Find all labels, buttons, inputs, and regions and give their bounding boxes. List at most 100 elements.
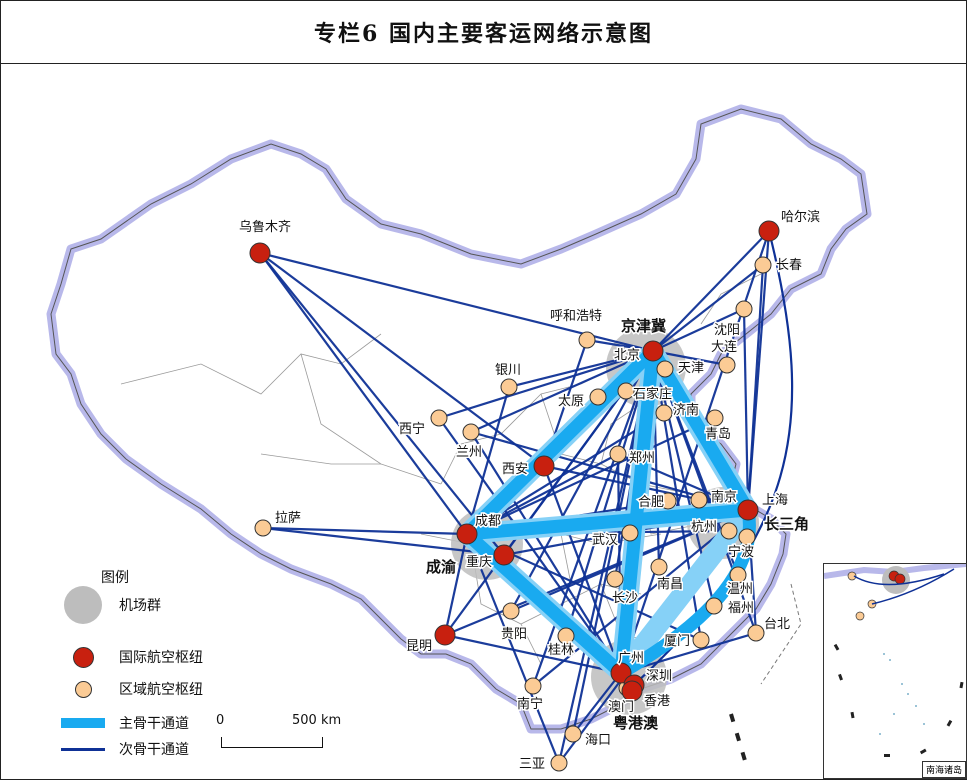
city-label-15: 天津 <box>678 361 704 376</box>
cluster-label-0: 京津冀 <box>621 317 666 335</box>
sub-channel-53 <box>466 417 716 535</box>
regional-hub-8 <box>655 404 673 422</box>
city-label-39: 澳门 <box>608 699 634 715</box>
city-label-6: 重庆 <box>466 554 492 570</box>
city-label-33: 福州 <box>728 601 754 616</box>
city-label-12: 沈阳 <box>714 323 740 338</box>
sub-channel-18 <box>438 417 622 674</box>
inset-map <box>824 564 966 757</box>
city-label-35: 台北 <box>764 617 790 632</box>
regional-hub-7 <box>589 388 607 406</box>
city-label-20: 青岛 <box>705 426 731 442</box>
main-channel-layer <box>457 341 758 683</box>
sub-channel-4 <box>652 230 770 352</box>
regional-hub-23 <box>502 602 520 620</box>
intl-hub-6 <box>493 544 515 566</box>
city-label-25: 南京 <box>711 489 737 505</box>
city-label-37: 厦门 <box>664 634 690 649</box>
legend-item-regional-hub: 区域航空枢纽 <box>61 675 203 703</box>
regional-hub-14 <box>690 491 708 509</box>
intl-hub-4 <box>737 499 759 521</box>
city-label-27: 宁波 <box>728 544 754 560</box>
regional-hub-swatch <box>74 680 92 698</box>
sub-channel-29 <box>444 633 622 675</box>
city-label-34: 贵阳 <box>501 627 527 642</box>
regional-hub-20 <box>729 566 747 584</box>
intl-hub-swatch <box>72 646 94 668</box>
nodes-layer <box>249 220 780 772</box>
sub-channel-19 <box>470 349 654 434</box>
main-channel-4 <box>460 527 628 680</box>
city-label-28: 拉萨 <box>275 511 301 526</box>
sub-channel-2 <box>259 252 468 535</box>
inset-label: 南海诸岛 <box>921 761 966 778</box>
city-label-7: 昆明 <box>406 639 432 654</box>
city-label-19: 济南 <box>673 402 699 418</box>
city-label-4: 上海 <box>762 493 788 508</box>
cluster-label-2: 成渝 <box>426 558 457 576</box>
regional-hub-5 <box>617 382 635 400</box>
main-channel-0 <box>460 344 660 541</box>
sub-channel-14 <box>508 349 654 389</box>
sub-channel-30 <box>443 533 469 636</box>
regional-hub-29 <box>564 725 582 743</box>
regional-hub-22 <box>705 597 723 615</box>
sub-channel-swatch <box>61 747 105 751</box>
city-label-29: 武汉 <box>592 533 618 548</box>
city-label-23: 郑州 <box>629 451 655 466</box>
city-label-17: 银川 <box>495 363 521 378</box>
city-label-38: 南宁 <box>517 696 543 712</box>
regional-hub-30 <box>550 754 568 772</box>
scale-bar: 0 500 km <box>216 713 356 753</box>
cluster-label-1: 长三角 <box>764 515 809 533</box>
main-channel-3 <box>460 503 755 541</box>
regional-hub-24 <box>747 624 765 642</box>
regional-hub-19 <box>650 558 668 576</box>
regional-hub-0 <box>754 256 772 274</box>
legend-item-main-channel: 主骨干通道 <box>61 709 189 737</box>
city-label-21: 西宁 <box>399 421 425 437</box>
city-label-10: 香港 <box>644 694 670 709</box>
sub-channel-3 <box>259 252 505 556</box>
regional-hub-6 <box>500 378 518 396</box>
regional-hub-16 <box>738 528 756 546</box>
intl-hub-2 <box>642 340 664 362</box>
sub-channel-8 <box>746 264 765 511</box>
city-label-18: 太原 <box>558 394 584 409</box>
regional-hub-13 <box>659 492 677 510</box>
city-label-31: 温州 <box>727 582 753 597</box>
intl-hub-0 <box>249 242 271 264</box>
regional-hub-1 <box>735 300 753 318</box>
city-label-41: 三亚 <box>519 757 545 772</box>
regional-hub-15 <box>720 522 738 540</box>
city-label-30: 南昌 <box>657 576 683 592</box>
city-label-32: 长沙 <box>612 591 638 606</box>
intl-hub-3 <box>533 455 555 477</box>
regional-hub-18 <box>621 524 639 542</box>
regional-hub-11 <box>462 423 480 441</box>
city-label-36: 桂林 <box>548 643 574 658</box>
map-title: 专栏6 国内主要客运网络示意图 <box>314 21 653 47</box>
sub-channel-7 <box>652 264 764 352</box>
south-china-sea-inset: 南海诸岛 <box>823 563 967 779</box>
city-label-5: 成都 <box>475 514 501 529</box>
regional-hub-2 <box>718 356 736 374</box>
intl-hub-7 <box>434 624 456 646</box>
sub-channel-17 <box>438 349 654 420</box>
regional-hub-12 <box>609 445 627 463</box>
regional-hub-27 <box>524 677 542 695</box>
legend-item-intl-hub: 国际航空枢纽 <box>61 643 203 671</box>
sub-channel-25 <box>262 526 468 536</box>
city-label-2: 北京 <box>614 348 640 363</box>
labels-layer: 乌鲁木齐哈尔滨北京西安上海成都重庆昆明广州深圳香港长春沈阳大连呼和浩特天津石家庄… <box>238 208 822 774</box>
city-label-24: 合肥 <box>638 495 664 510</box>
sub-channel-23 <box>542 465 623 674</box>
regional-hub-25 <box>557 627 575 645</box>
sub-channel-21 <box>470 431 622 674</box>
city-label-8: 广州 <box>618 651 644 666</box>
nine-dash-line <box>729 713 748 765</box>
city-label-0: 乌鲁木齐 <box>239 219 291 235</box>
main-channel-2 <box>614 344 660 680</box>
regional-hub-10 <box>430 409 448 427</box>
scale-end: 500 km <box>292 713 342 728</box>
